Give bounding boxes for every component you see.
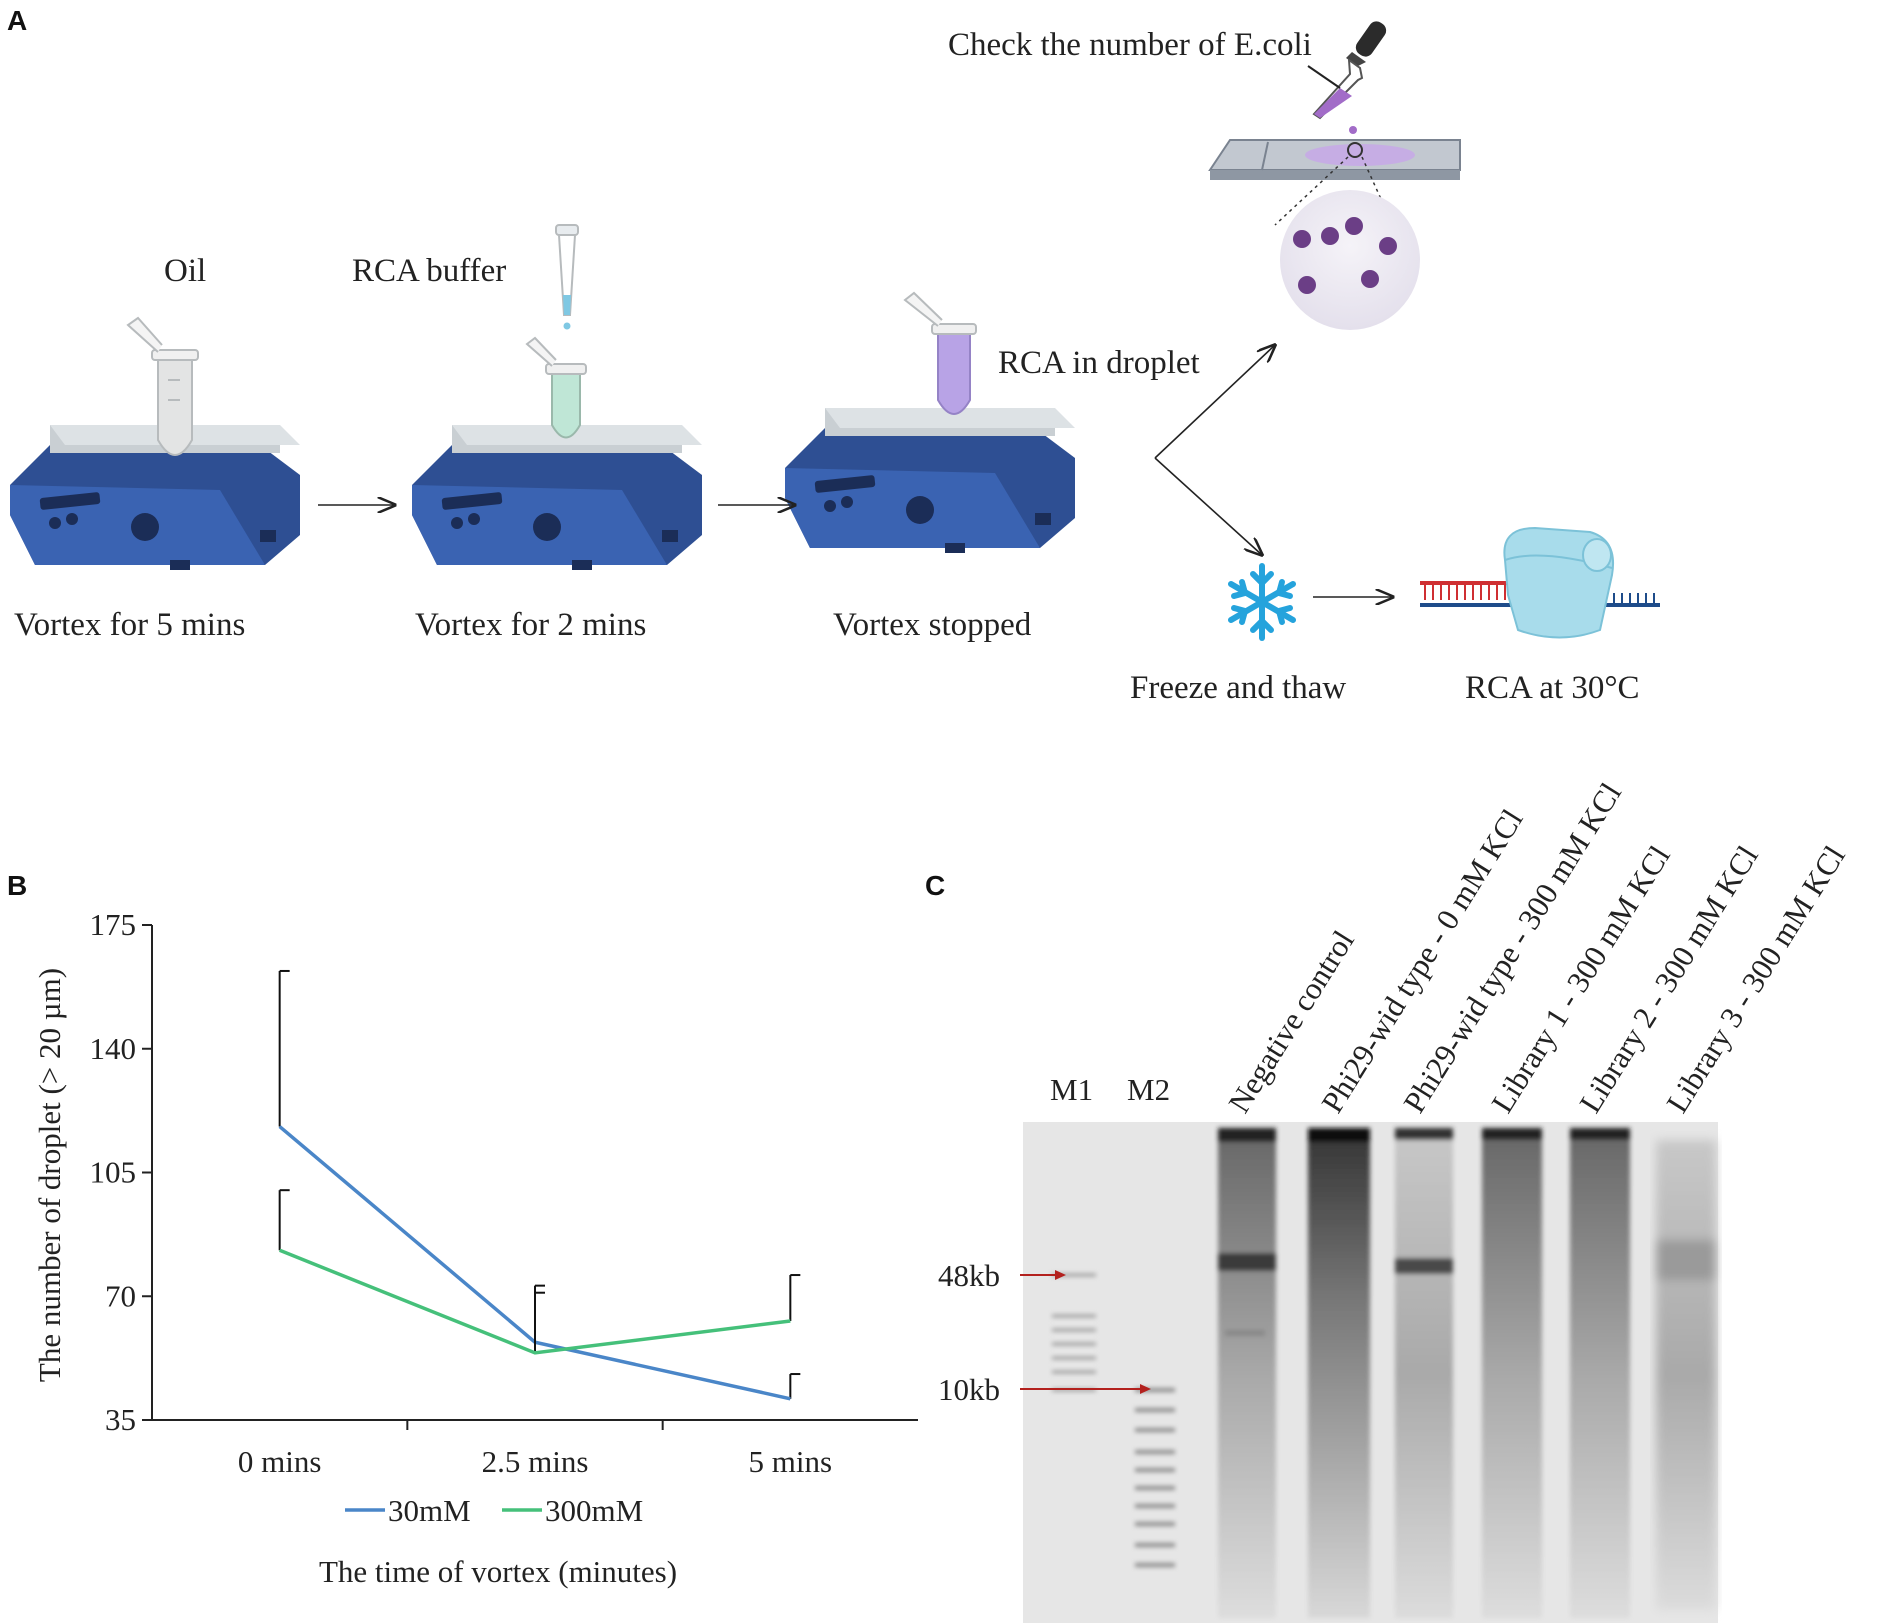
label-step2: Vortex for 2 mins (415, 607, 647, 643)
gel-lane-label-m2: M2 (1127, 1072, 1170, 1107)
y-tick-label: 105 (90, 1155, 137, 1190)
x-tick-label: 2.5 mins (482, 1444, 589, 1479)
gel-lane-label-library-1: Library 1 - 300 mM KCl (1484, 839, 1677, 1118)
marker-arrow-48kb (1020, 1270, 1066, 1280)
snowflake-icon (1228, 563, 1296, 641)
y-tick-label: 70 (105, 1278, 136, 1313)
gel-lane-label-library-2: Library 2 - 300 mM KCl (1572, 839, 1765, 1118)
gel-lane-phi29-0mM (1308, 1128, 1370, 1618)
y-axis-title: The number of droplet (> 20 µm) (32, 968, 67, 1382)
vortex-mixer-2 (412, 425, 702, 570)
tube-rca-buffer (525, 336, 587, 439)
rca-polymerase-dna (1420, 526, 1660, 639)
label-freeze-thaw: Freeze and thaw (1130, 670, 1347, 706)
microscope-slide (1208, 139, 1461, 231)
pipette-tip-icon (555, 224, 579, 330)
line-chart: 35 70 105 140 175 0 mins 2.5 mins 5 mins The n… (32, 907, 918, 1589)
gel-lane-library-2 (1570, 1128, 1630, 1618)
label-oil: Oil (164, 253, 207, 289)
gel-lane-library-3 (1656, 1140, 1716, 1610)
gel-lane-label-library-3: Library 3 - 300 mM KCl (1659, 839, 1852, 1118)
legend-label-300mM: 300mM (545, 1493, 643, 1528)
gel-marker-label-48kb: 48kb (938, 1258, 1000, 1293)
gel-lane-negative-control (1218, 1128, 1276, 1618)
gel-lane-label-negative-control: Negative control (1221, 924, 1361, 1118)
label-rca-30c: RCA at 30°C (1465, 670, 1640, 706)
tube-oil (126, 316, 199, 456)
gel-lane-label-phi29-300mM: Phi29-wid type - 300 mM KCl (1396, 777, 1628, 1119)
label-rca-in-droplet: RCA in droplet (998, 345, 1200, 381)
panel-label-a: A (7, 5, 28, 36)
panel-label-c: C (925, 870, 946, 901)
ecoli-magnified-view (1280, 190, 1420, 330)
label-check-ecoli: Check the number of E.coli (948, 27, 1312, 63)
x-axis-title: The time of vortex (minutes) (319, 1554, 677, 1589)
dropper-icon (1307, 21, 1387, 134)
series-line-300mM (279, 1248, 791, 1355)
legend-label-30mM: 30mM (388, 1493, 471, 1528)
label-step3: Vortex stopped (833, 607, 1032, 643)
gel-lane-m1 (1052, 1273, 1096, 1392)
label-rca-buffer: RCA buffer (352, 253, 507, 289)
gel-marker-label-10kb: 10kb (938, 1372, 1000, 1407)
x-tick-label: 5 mins (749, 1444, 833, 1479)
gel-lane-m2 (1135, 1388, 1175, 1567)
arrow-branch-down (1154, 457, 1262, 555)
y-tick-label: 140 (90, 1031, 137, 1066)
panel-label-b: B (7, 870, 28, 901)
gel-lane-phi29-300mM (1395, 1128, 1453, 1618)
y-tick-label: 175 (90, 907, 137, 942)
gel-lane-label-phi29-0mM: Phi29-wid type - 0 mM KCl (1314, 803, 1529, 1119)
series-line-30mM (278, 1125, 791, 1401)
gel-image (1023, 1122, 1718, 1623)
vortex-mixer-3 (785, 408, 1075, 553)
x-tick-label: 0 mins (238, 1444, 322, 1479)
gel-lane-library-1 (1482, 1128, 1542, 1618)
tube-rca-droplet (903, 291, 977, 415)
y-tick-label: 35 (105, 1402, 136, 1437)
gel-lane-label-m1: M1 (1050, 1072, 1093, 1107)
marker-arrow-10kb (1020, 1384, 1151, 1394)
workflow-diagram (10, 21, 1660, 641)
label-step1: Vortex for 5 mins (14, 607, 246, 643)
arrow-branch-up (1154, 345, 1275, 459)
